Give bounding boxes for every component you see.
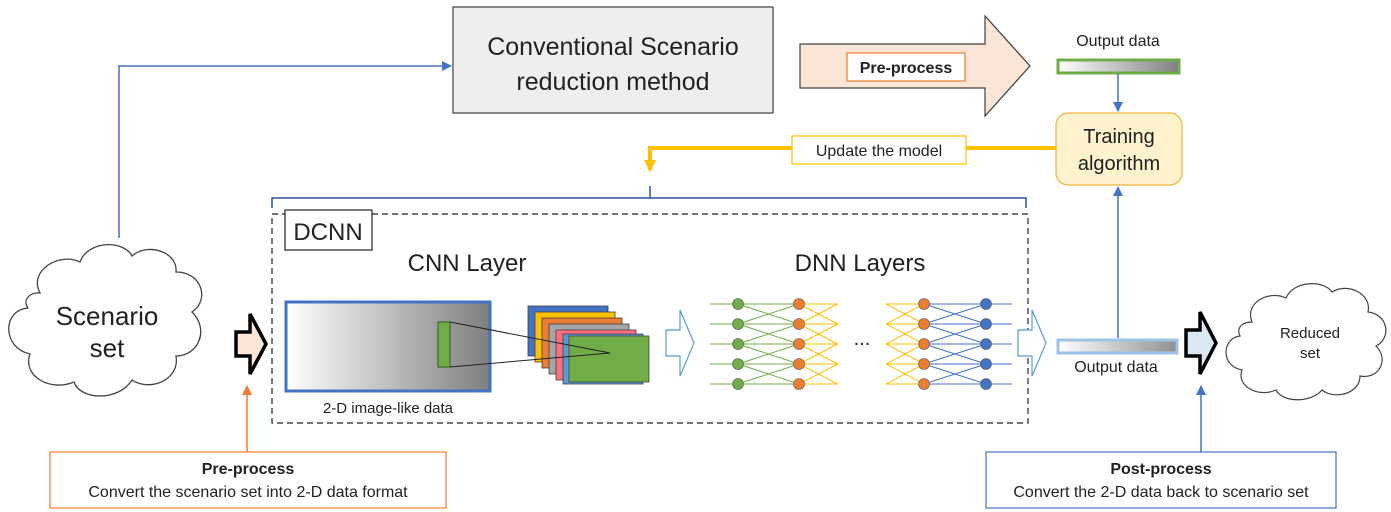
postprocess-text: Convert the 2-D data back to scenario se… — [1013, 484, 1309, 501]
dnn-edge-blue — [923, 363, 987, 385]
reduced-set-cloud: Reduced set — [1225, 283, 1387, 401]
scenario-set-line1: Scenario — [56, 301, 159, 331]
dnn-node-green — [732, 378, 744, 390]
dnn-edge-green — [737, 343, 800, 365]
dnn-node-orange — [793, 378, 805, 390]
top-preprocess-arrow: Pre-process — [799, 14, 1031, 118]
dnn-edge-gold — [885, 303, 925, 325]
dnn-ellipsis: ... — [854, 328, 871, 350]
scenario-set-line2: set — [90, 333, 125, 363]
dnn-edge-gold — [885, 323, 925, 345]
conventional-method-box: Conventional Scenario reduction method — [452, 6, 774, 114]
postprocess-box: Post-process Convert the 2-D data back t… — [985, 451, 1337, 509]
dnn-to-output-arrow — [1017, 309, 1047, 377]
scenario-to-conventional-arrow — [118, 61, 452, 238]
dnn-edge-gold — [798, 343, 839, 365]
dnn-edge-gold — [798, 303, 839, 325]
dcnn-frame — [271, 213, 1029, 424]
dcnn-brace — [271, 186, 1027, 208]
output-data-top-label: Output data — [1076, 33, 1160, 50]
dnn-edge-blue — [923, 343, 987, 365]
dnn-node-blue — [980, 378, 992, 390]
reduced-set-line2: set — [1300, 345, 1321, 362]
conv-kernel — [437, 321, 451, 368]
preprocess-box: Pre-process Convert the scenario set int… — [49, 451, 447, 509]
scenario-set-cloud: Scenario set — [8, 244, 203, 397]
dnn-edge-green — [737, 363, 800, 385]
cnn-to-dnn-arrow — [665, 309, 695, 377]
output-data-bottom-label: Output data — [1074, 359, 1158, 376]
postprocess-title: Post-process — [1110, 461, 1211, 478]
cnn-layer-label: CNN Layer — [408, 250, 527, 277]
dnn-node-orange — [918, 318, 930, 330]
dnn-edge-gold — [885, 343, 925, 365]
kernel-projection-top — [449, 321, 611, 354]
conventional-method-line1: Conventional Scenario — [487, 33, 739, 61]
image-like-data — [284, 300, 492, 393]
image-like-caption: 2-D image-like data — [323, 400, 454, 417]
dcnn-title: DCNN — [293, 219, 362, 246]
dnn-edge-blue — [923, 323, 987, 345]
training-algorithm-box: Training algorithm — [1055, 112, 1183, 186]
dnn-edge-blue — [923, 303, 987, 325]
dnn-edge-gold — [798, 323, 839, 345]
output-data-bottom-bar — [1056, 338, 1179, 355]
top-preprocess-label: Pre-process — [860, 60, 953, 77]
output-to-reduced-arrow — [1184, 311, 1218, 375]
update-model-label-box — [791, 135, 967, 165]
training-algorithm-line1: Training — [1083, 126, 1155, 148]
preprocess-title: Pre-process — [202, 461, 295, 478]
dnn-edge-green — [737, 323, 800, 345]
dnn-node-blue — [980, 338, 992, 350]
dnn-node-orange — [918, 358, 930, 370]
update-model-label: Update the model — [816, 143, 942, 160]
dnn-layers-label: DNN Layers — [795, 250, 926, 277]
feature-map-stack — [527, 305, 650, 385]
scenario-to-dcnn-arrow — [234, 313, 268, 375]
dnn-edge-gold — [885, 363, 925, 385]
preprocess-text: Convert the scenario set into 2-D data f… — [88, 484, 408, 501]
dnn-edge-green — [737, 303, 800, 325]
kernel-projection-bottom — [449, 352, 611, 368]
dnn-node-blue — [980, 298, 992, 310]
training-algorithm-line2: algorithm — [1078, 153, 1160, 175]
dcnn-title-box — [284, 209, 373, 251]
dnn-node-blue — [980, 318, 992, 330]
feature-map-7 — [568, 335, 650, 383]
reduced-set-line1: Reduced — [1280, 325, 1340, 342]
dnn-node-orange — [918, 298, 930, 310]
dnn-network — [710, 298, 1012, 390]
conventional-method-line2: reduction method — [516, 68, 709, 96]
dnn-node-green — [732, 338, 744, 350]
dnn-edge-gold — [798, 363, 839, 385]
dnn-node-orange — [918, 378, 930, 390]
dnn-node-orange — [793, 358, 805, 370]
dnn-node-orange — [793, 338, 805, 350]
dnn-node-green — [732, 318, 744, 330]
dnn-node-green — [732, 298, 744, 310]
top-preprocess-label-box — [846, 52, 966, 82]
dnn-node-orange — [793, 298, 805, 310]
dnn-node-orange — [793, 318, 805, 330]
dnn-node-blue — [980, 358, 992, 370]
dnn-node-green — [732, 358, 744, 370]
output-data-top-bar — [1056, 58, 1181, 75]
dnn-node-orange — [918, 338, 930, 350]
